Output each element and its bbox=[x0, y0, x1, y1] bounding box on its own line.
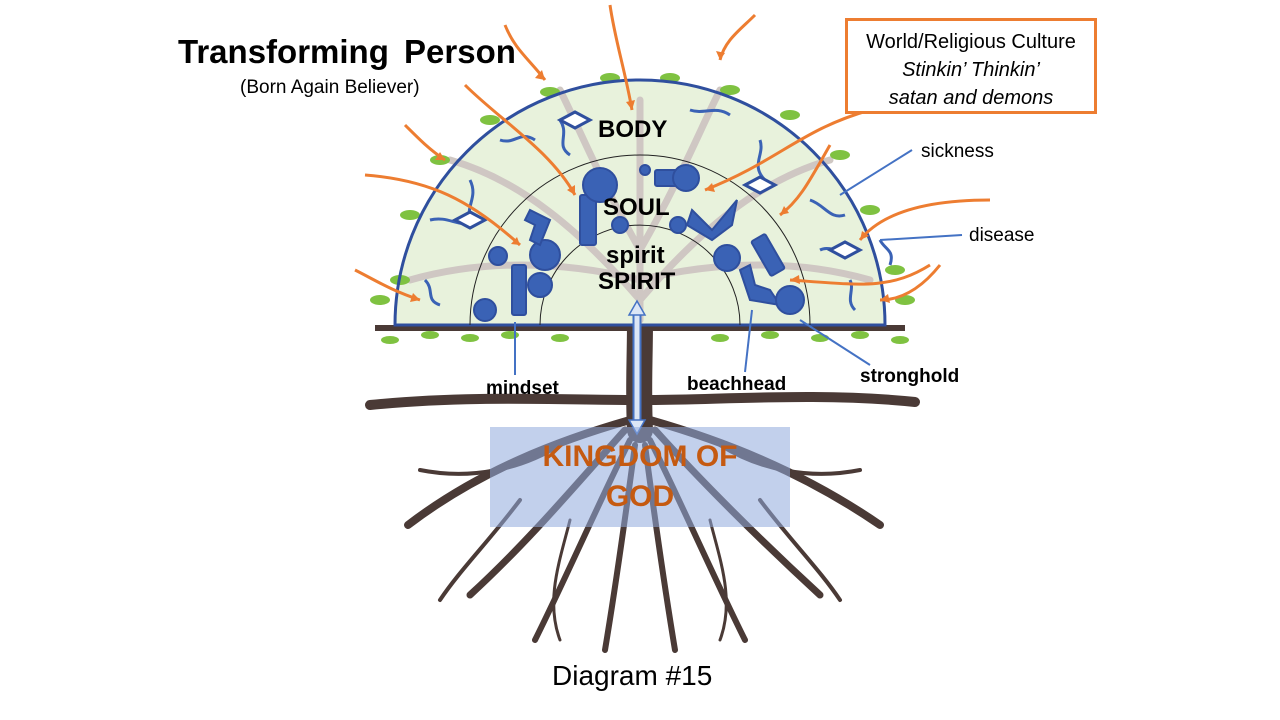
kingdom-box bbox=[490, 427, 790, 527]
label-mindset: mindset bbox=[486, 378, 559, 399]
culture-line-2: Stinkin’ Thinkin’ bbox=[902, 59, 1040, 81]
culture-box: World/Religious Culture Stinkin’ Thinkin… bbox=[845, 18, 1097, 114]
region-spirit-upper: SPIRIT bbox=[598, 268, 676, 295]
diagram-title: Transforming Person bbox=[178, 33, 516, 70]
culture-line-1: World/Religious Culture bbox=[866, 31, 1076, 53]
kingdom-line-1: KINGDOM OF bbox=[542, 440, 738, 473]
label-pointers bbox=[514, 149, 963, 375]
label-sickness: sickness bbox=[921, 141, 994, 162]
diagram-caption: Diagram #15 bbox=[552, 660, 713, 691]
region-soul: SOUL bbox=[603, 194, 670, 221]
arrowheads bbox=[410, 51, 890, 303]
region-body: BODY bbox=[598, 116, 668, 143]
canopy bbox=[370, 73, 915, 344]
kingdom-label: KINGDOM OF GOD bbox=[490, 437, 790, 517]
leaves bbox=[370, 73, 915, 344]
label-disease: disease bbox=[969, 225, 1035, 246]
kingdom-line-2: GOD bbox=[605, 480, 675, 513]
culture-line-3: satan and demons bbox=[888, 87, 1054, 109]
label-beachhead: beachhead bbox=[687, 374, 787, 395]
label-stronghold: stronghold bbox=[860, 366, 960, 387]
stronghold-shapes bbox=[473, 164, 805, 322]
region-spirit-lower: spirit bbox=[606, 242, 665, 269]
diagram-subtitle: (Born Again Believer) bbox=[240, 77, 420, 98]
diamond-shapes bbox=[451, 110, 864, 260]
